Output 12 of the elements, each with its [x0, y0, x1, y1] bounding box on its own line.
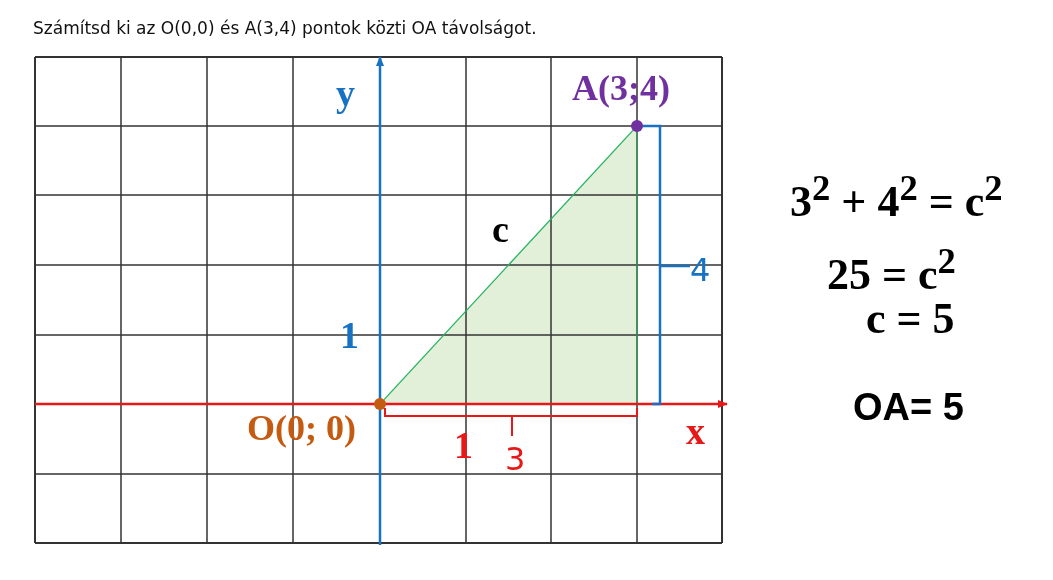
dimension-label: 3	[505, 443, 526, 475]
axis-label: x	[686, 412, 705, 450]
point-dot	[374, 398, 386, 410]
result-text: OA= 5	[853, 388, 964, 426]
hypotenuse-line	[383, 129, 634, 401]
point-dot	[631, 120, 643, 132]
instruction-text: Számítsd ki az O(0,0) és A(3,4) pontok közti OA távolságot.	[33, 20, 537, 37]
edge-label: c	[492, 210, 509, 248]
axis-label: y	[336, 74, 355, 112]
equation-text: 3$^{2}$ + 4$^{2}$ = c$^{2}$	[790, 170, 1003, 224]
equation-text: 25 = c$^{2}$	[827, 243, 956, 297]
equation-text: c = 5	[866, 297, 955, 341]
